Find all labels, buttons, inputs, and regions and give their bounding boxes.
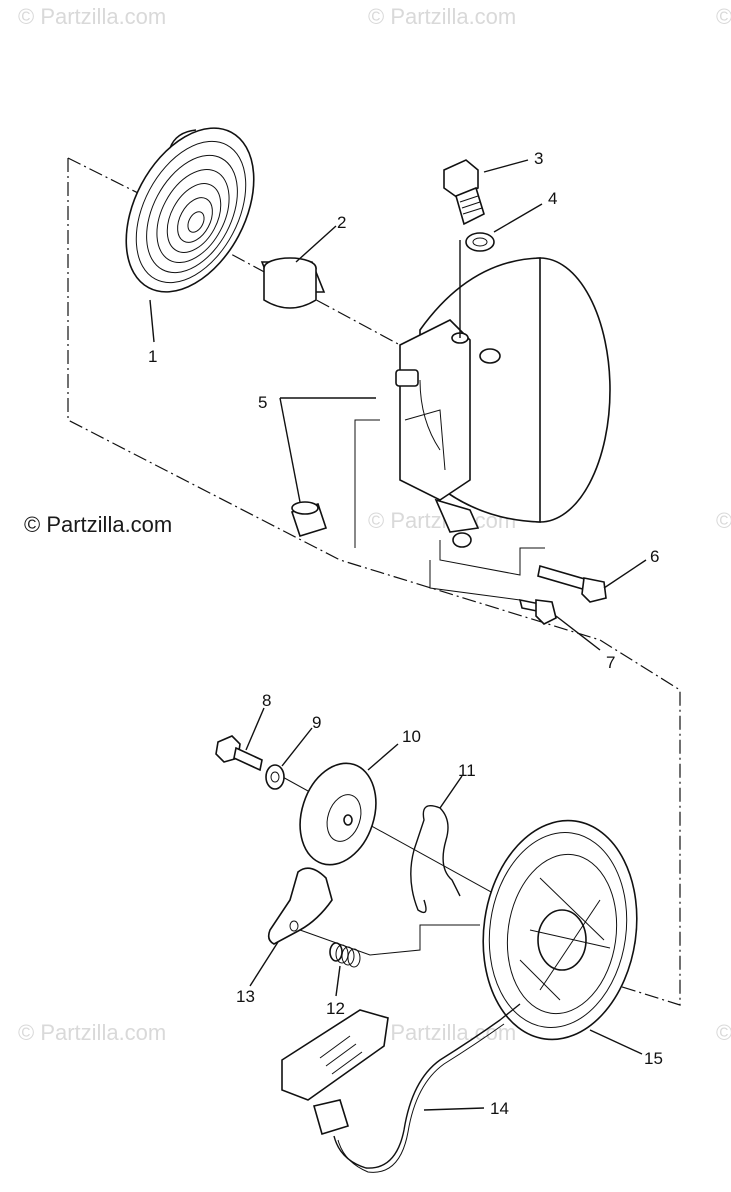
callout-8: 8	[262, 691, 271, 710]
assembly-guide-line-spring-axis	[189, 231, 401, 346]
leader-9	[281, 727, 313, 767]
watermark-top-center: © Partzilla.com	[368, 4, 517, 29]
bushing-part-2	[260, 257, 326, 309]
leader-15	[589, 1029, 643, 1055]
assembly-guide-bushing	[354, 419, 380, 548]
leader-5b	[279, 397, 301, 503]
recoil-spring-part-1	[125, 127, 255, 293]
callout-1: 1	[148, 347, 157, 366]
leader-12	[335, 965, 341, 997]
leader-8	[245, 707, 265, 751]
callout-13: 13	[236, 987, 255, 1006]
reel-part-15	[482, 819, 638, 1041]
callout-15: 15	[644, 1049, 663, 1068]
leader-13	[249, 941, 279, 987]
leader-11	[439, 775, 463, 809]
bolt-part-7	[518, 598, 557, 625]
watermark-top-right: ©	[716, 4, 731, 29]
callout-2: 2	[337, 213, 346, 232]
watermark-top-left: © Partzilla.com	[18, 4, 167, 29]
leader-3	[483, 159, 529, 173]
assembly-guide-bolt-7	[429, 560, 521, 601]
leader-14	[423, 1107, 485, 1111]
plate-part-10	[299, 762, 377, 866]
leader-6	[603, 559, 647, 589]
washer-part-4	[465, 232, 495, 252]
callout-3: 3	[534, 149, 543, 168]
starter-housing	[395, 240, 611, 548]
spring-clip-part-11	[410, 805, 461, 914]
callout-12: 12	[326, 999, 345, 1018]
washer-part-9	[265, 764, 285, 790]
callout-14: 14	[490, 1099, 509, 1118]
assembly-guide-bolt-6	[439, 540, 545, 576]
watermark-bottom-left: © Partzilla.com	[18, 1020, 167, 1045]
leader-10	[367, 743, 399, 771]
callout-10: 10	[402, 727, 421, 746]
handle-and-rope-part-14	[281, 1003, 521, 1173]
leader-1	[149, 299, 155, 343]
callout-5: 5	[258, 393, 267, 412]
bolt-part-6	[537, 564, 607, 603]
assembly-guide-spring-12	[299, 924, 480, 956]
leader-4	[493, 203, 543, 233]
leader-2	[295, 225, 337, 263]
callout-7: 7	[606, 653, 615, 672]
callout-9: 9	[312, 713, 321, 732]
bolt-part-3	[443, 159, 485, 226]
pawl-part-13	[267, 867, 333, 945]
callout-4: 4	[548, 189, 557, 208]
assembly-guide-line-upper	[67, 158, 681, 1006]
bolt-part-8	[215, 735, 263, 772]
collar-part-5	[290, 501, 328, 537]
watermark-bottom-right: ©	[716, 1020, 731, 1045]
spring-part-12	[329, 942, 361, 968]
copyright-label: © Partzilla.com	[24, 512, 173, 537]
callout-6: 6	[650, 547, 659, 566]
callout-11: 11	[458, 761, 476, 780]
leader-7	[555, 615, 601, 651]
watermark-middle-right: ©	[716, 508, 731, 533]
